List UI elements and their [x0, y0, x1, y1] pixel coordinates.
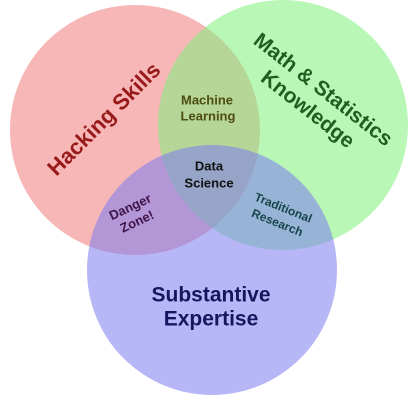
substantive-expertise-circle — [87, 145, 337, 395]
machine-learning-line2: Learning — [181, 108, 236, 123]
substantive-expertise-line1: Substantive — [151, 284, 270, 307]
substantive-expertise-line2: Expertise — [164, 308, 259, 331]
data-science-line1: Data — [195, 158, 224, 173]
machine-learning-line1: Machine — [181, 92, 233, 107]
data-science-line2: Science — [184, 175, 233, 190]
